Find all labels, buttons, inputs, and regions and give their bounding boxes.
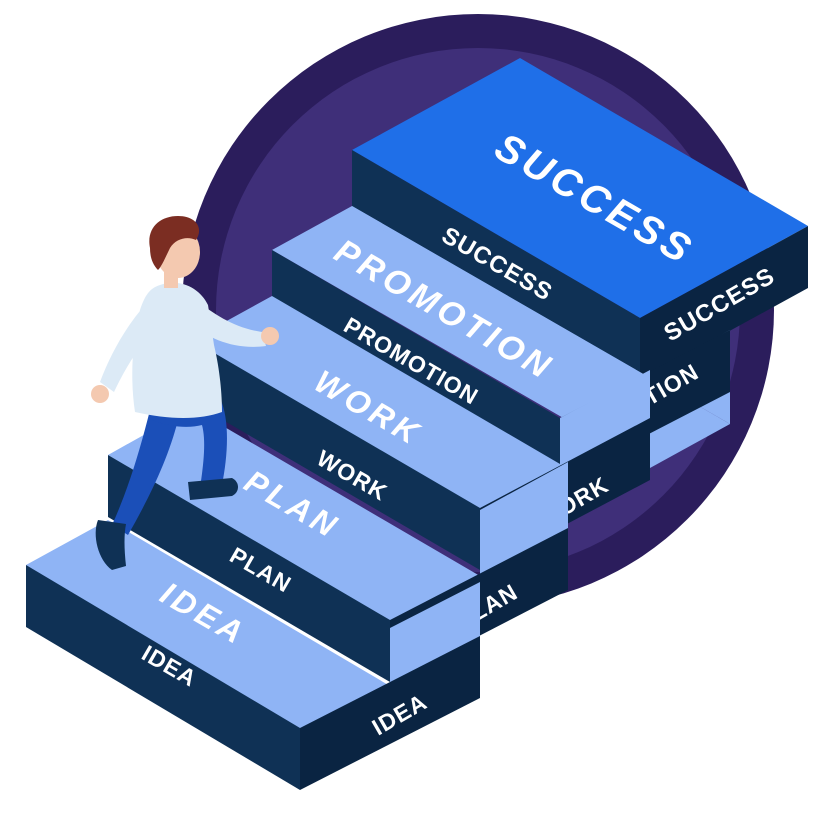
step-idea-front	[26, 565, 300, 790]
person-back-arm	[100, 300, 166, 392]
person-back-leg	[112, 410, 178, 535]
person-front-hand	[261, 327, 279, 345]
person-front-shoe	[188, 478, 238, 500]
person-front-leg	[152, 398, 227, 488]
person-back-shoe	[95, 520, 126, 570]
climbing-person	[91, 216, 279, 570]
step-idea-top	[26, 520, 480, 744]
step-work-top	[192, 296, 650, 512]
step-idea-side	[300, 636, 480, 790]
step-promotion-top-back	[352, 206, 730, 424]
person-back-hand	[91, 385, 109, 403]
step-idea: IDEA IDEA IDEA	[26, 520, 480, 790]
step-success-side	[640, 226, 808, 380]
person-hair	[149, 216, 200, 270]
step-work-front	[192, 340, 480, 570]
step-success-front	[352, 150, 640, 380]
step-success-top	[352, 58, 808, 318]
step-plan-front	[108, 455, 390, 682]
person-front-arm	[188, 300, 266, 347]
